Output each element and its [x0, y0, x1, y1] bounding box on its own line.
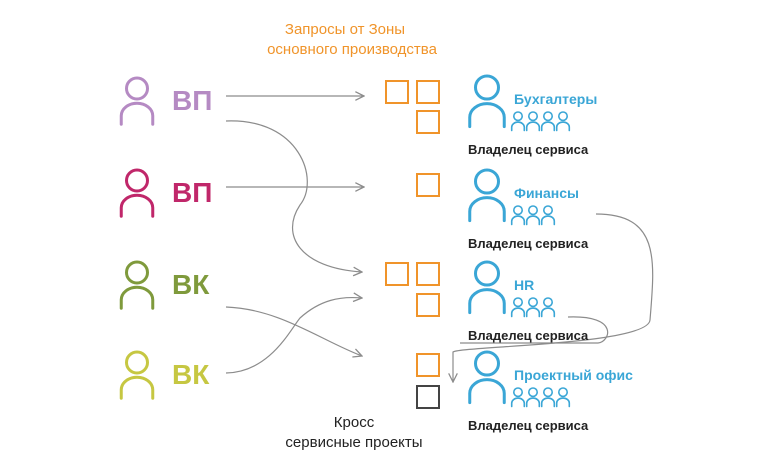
arrow-finance-to-project-office — [453, 213, 654, 382]
diagram-title-line1: Запросы от Зоны — [285, 21, 405, 38]
team-member-icon — [525, 297, 541, 318]
team-icons — [510, 111, 571, 132]
requester-label: ВП — [172, 177, 212, 208]
team-member-icon — [540, 205, 556, 226]
cross-service-label-line1: Кросс — [334, 414, 375, 431]
team-icons — [510, 387, 571, 408]
team-member-icon — [510, 205, 526, 226]
cross-service-project-box — [416, 385, 440, 409]
requesters-column: ВП ВП ВК ВК — [119, 76, 212, 400]
request-boxes — [385, 80, 440, 409]
requester-label: ВК — [172, 269, 210, 300]
service-owner-label: Владелец сервиса — [468, 236, 589, 251]
requester-label: ВК — [172, 359, 210, 390]
arrow-req1-to-hr — [225, 120, 362, 272]
requester-1: ВП — [119, 76, 212, 126]
request-box — [416, 293, 440, 317]
team-member-icon — [510, 387, 526, 408]
service-name: Финансы — [514, 185, 579, 201]
service-owner-icon — [468, 168, 506, 223]
arrow-req3-to-cross — [225, 306, 362, 356]
person-icon — [119, 350, 155, 400]
team-member-icon — [510, 111, 526, 132]
team-icons — [510, 205, 556, 226]
request-box — [385, 80, 409, 104]
diagram-title-line2: основного производства — [267, 41, 438, 58]
request-box — [416, 262, 440, 286]
team-member-icon — [555, 111, 571, 132]
team-member-icon — [510, 297, 526, 318]
service-owner-icon — [468, 74, 506, 129]
service-name: HR — [514, 277, 534, 293]
request-box — [416, 353, 440, 377]
team-icons — [510, 297, 556, 318]
request-box — [416, 173, 440, 197]
arrow-hr-to-project-office — [460, 316, 609, 344]
requester-3: ВК — [119, 260, 210, 310]
service-3: HR Владелец сервиса — [468, 260, 589, 343]
team-member-icon — [525, 111, 541, 132]
service-owner-icon — [468, 350, 506, 405]
team-member-icon — [525, 205, 541, 226]
team-member-icon — [540, 111, 556, 132]
service-owner-label: Владелец сервиса — [468, 418, 589, 433]
service-owner-label: Владелец сервиса — [468, 328, 589, 343]
cross-service-label-line2: сервисные проекты — [285, 434, 422, 451]
team-member-icon — [555, 387, 571, 408]
service-owner-label: Владелец сервиса — [468, 142, 589, 157]
request-box — [416, 110, 440, 134]
requester-label: ВП — [172, 85, 212, 116]
person-icon — [119, 168, 155, 218]
service-name: Проектный офис — [514, 367, 633, 383]
request-box — [385, 262, 409, 286]
request-arrows — [225, 96, 654, 382]
person-icon — [119, 260, 155, 310]
service-owner-icon — [468, 260, 506, 315]
team-member-icon — [540, 387, 556, 408]
requester-4: ВК — [119, 350, 210, 400]
service-name: Бухгалтеры — [514, 91, 597, 107]
person-icon — [119, 76, 155, 126]
team-member-icon — [525, 387, 541, 408]
requester-2: ВП — [119, 168, 212, 218]
request-box — [416, 80, 440, 104]
team-member-icon — [540, 297, 556, 318]
arrow-req4-to-hr — [225, 298, 362, 374]
